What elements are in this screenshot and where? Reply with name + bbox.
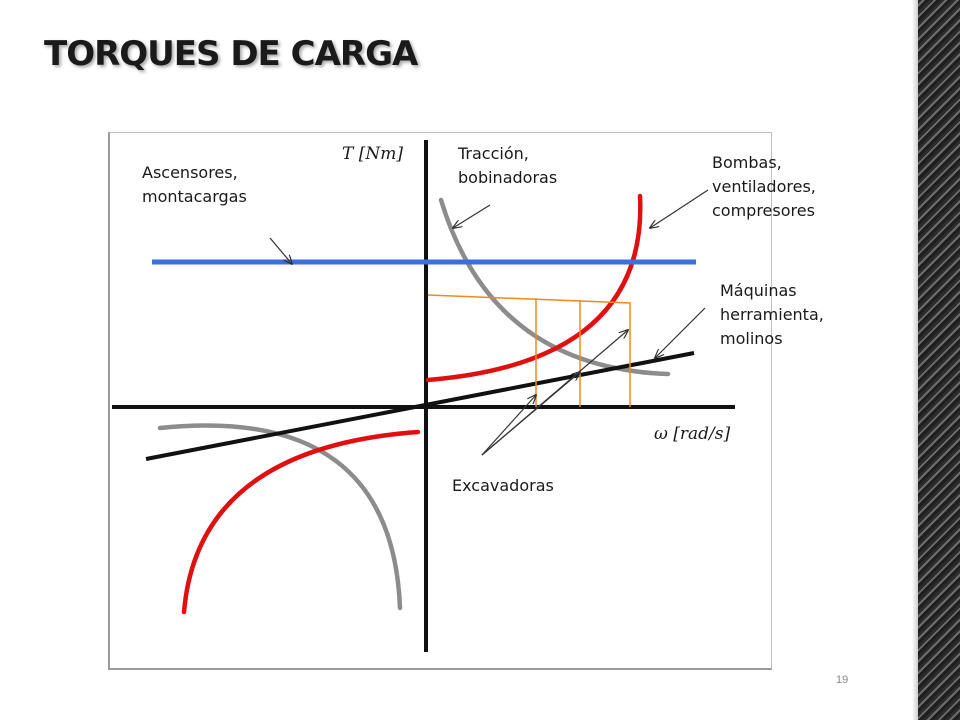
- label-ascensores: Ascensores, montacargas: [142, 163, 247, 206]
- arrow-excavadoras-3: [481, 330, 628, 456]
- hyperbolic-torque-curve: [438, 197, 671, 377]
- torque-axis-label: T [Nm]: [340, 144, 406, 164]
- diagram-frame: [108, 132, 772, 670]
- excavator-torque-envelope: [427, 294, 631, 407]
- quadratic-torque-curve: [425, 193, 643, 383]
- speed-axis-label: ω [rad/s]: [652, 424, 733, 444]
- arrow-traccion: [453, 204, 491, 228]
- label-traccion: Tracción, bobinadoras: [458, 144, 558, 187]
- linear-torque-line: [145, 351, 695, 461]
- page-number: 19: [836, 674, 849, 686]
- quadratic-torque-curve-negative: [181, 429, 421, 615]
- label-excavadoras: Excavadoras: [452, 476, 554, 495]
- side-strip-edge: [912, 0, 920, 720]
- arrow-bombas: [650, 189, 709, 228]
- decorative-side-strip: [918, 0, 960, 720]
- arrow-excavadoras-1: [481, 395, 536, 456]
- slide-title: TORQUES DE CARGA: [44, 34, 418, 74]
- label-maquinas: Máquinas herramienta, molinos: [720, 281, 824, 348]
- hyperbolic-torque-curve-negative: [157, 423, 403, 611]
- label-bombas: Bombas, ventiladores, compresores: [712, 153, 816, 220]
- arrow-maquinas: [655, 307, 706, 358]
- arrow-ascensores: [269, 237, 292, 264]
